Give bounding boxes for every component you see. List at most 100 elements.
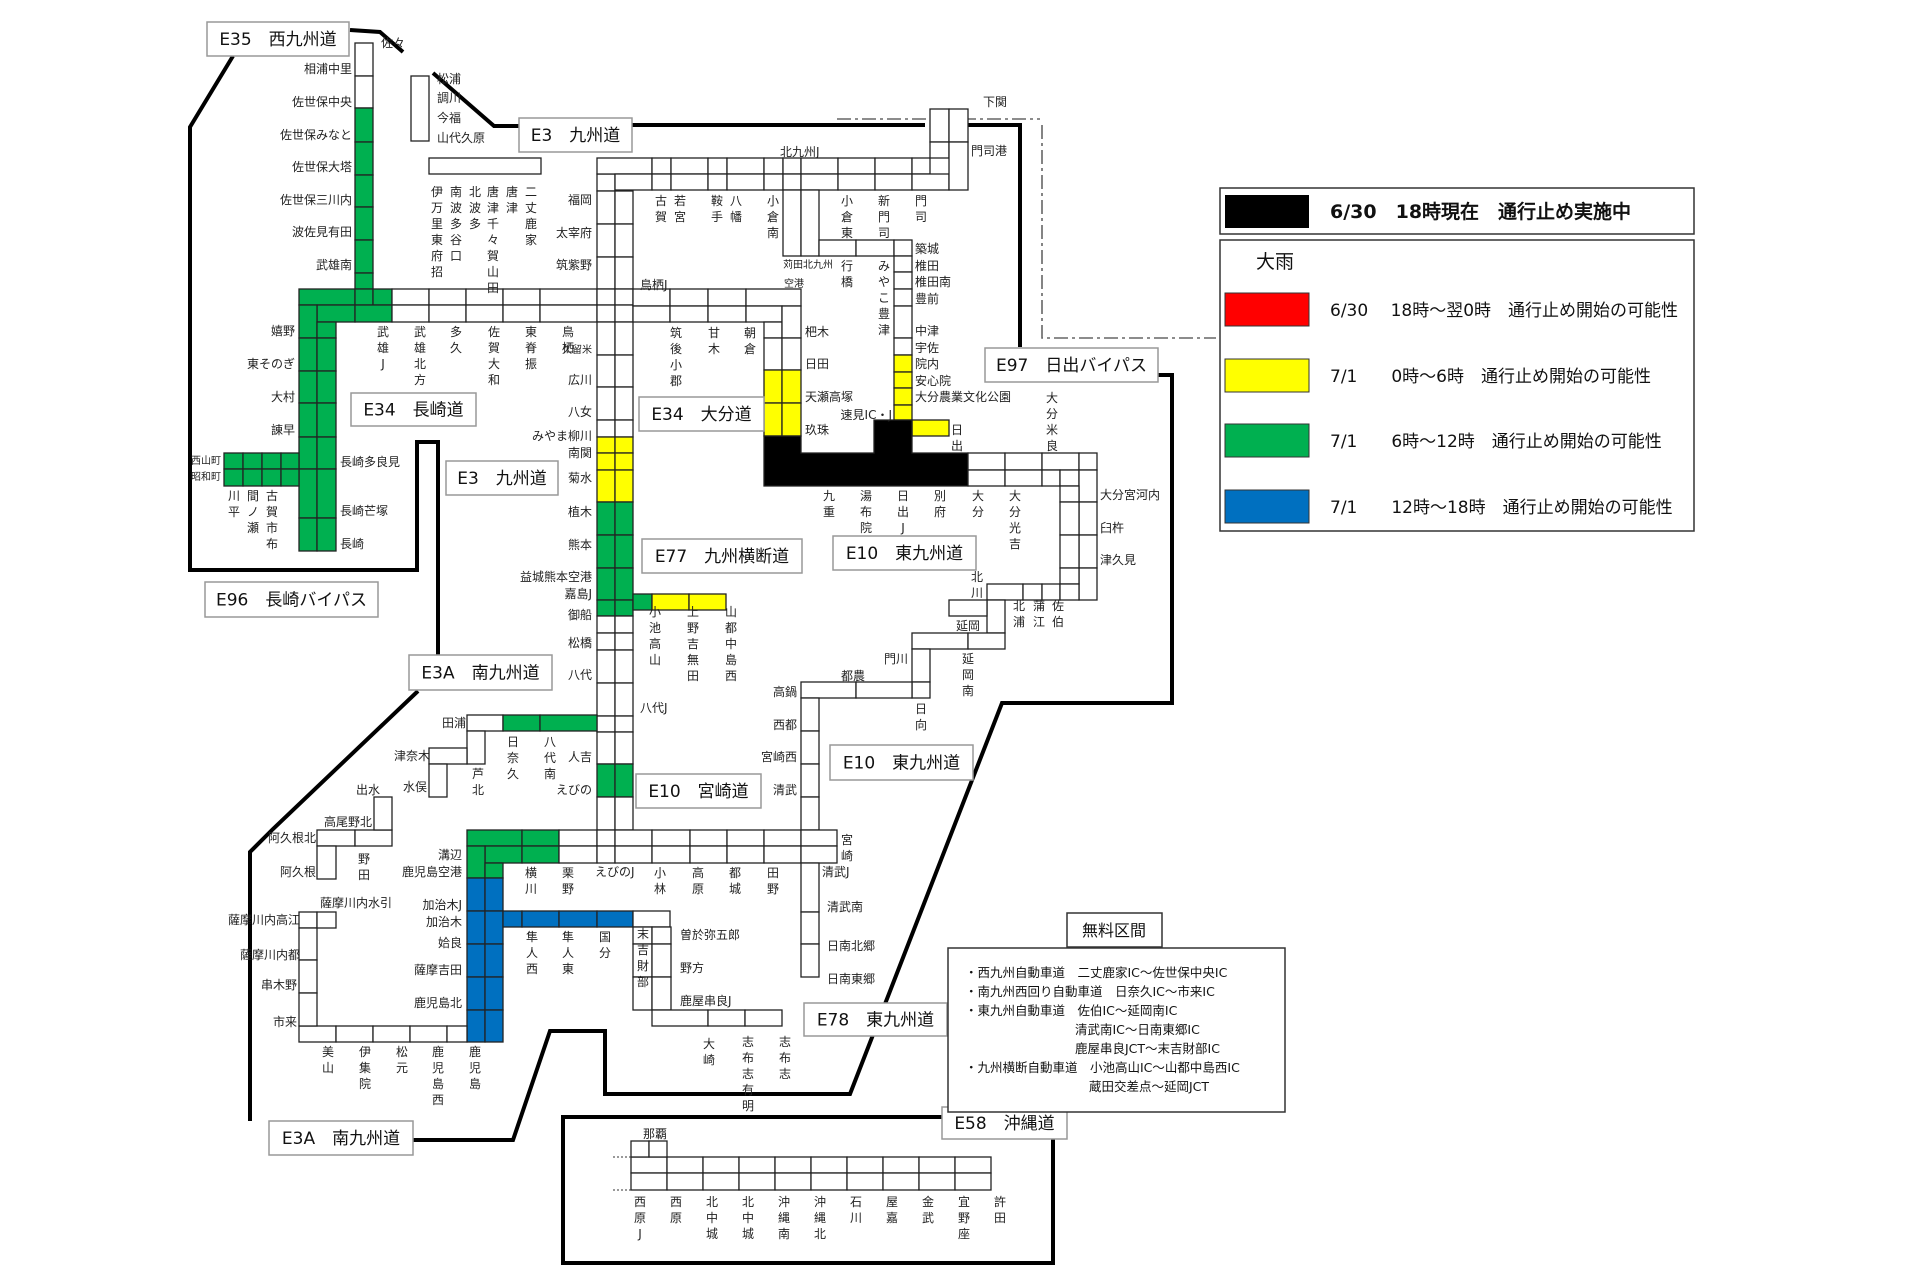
road-segment	[354, 141, 374, 176]
station-label: 大分	[972, 489, 984, 519]
route-label-box	[206, 21, 350, 57]
station-label: 門司港	[971, 144, 1007, 158]
road-segment	[1059, 534, 1080, 569]
station-label: 鹿児島西	[432, 1044, 444, 1107]
road-segment	[763, 157, 784, 175]
road-segment	[800, 763, 820, 798]
station-label: 八代南	[544, 735, 556, 781]
station-label: 諌早	[271, 422, 295, 437]
road-segment	[954, 1156, 992, 1174]
road-segment	[614, 731, 634, 765]
road-segment	[781, 402, 802, 437]
road-segment	[409, 1025, 448, 1043]
road-segment	[298, 959, 318, 994]
road-segment	[298, 288, 356, 306]
station-label: 水俣	[403, 780, 427, 794]
station-label: 東脊振	[525, 325, 537, 371]
road-segment	[763, 369, 783, 404]
station-label: 相浦中里	[304, 61, 352, 76]
road-segment	[651, 943, 672, 978]
free-section-title-box	[1066, 912, 1163, 948]
road-segment	[484, 877, 504, 912]
road-segment	[630, 1172, 668, 1191]
road-segment	[316, 402, 337, 438]
road-segment	[298, 927, 318, 961]
road-segment	[882, 1156, 920, 1174]
road-segment	[1059, 485, 1080, 503]
road-segment	[614, 567, 634, 601]
road-segment	[893, 305, 913, 339]
station-label: 臼杵	[1100, 520, 1124, 535]
station-label: 南波多谷口	[450, 184, 462, 263]
road-segment	[986, 599, 1006, 634]
road-segment	[738, 1156, 776, 1174]
road-segment	[596, 845, 616, 864]
road-segment	[466, 877, 486, 912]
station-label: 延岡南	[962, 652, 974, 698]
road-segment	[800, 173, 839, 191]
station-label: 北中城	[706, 1195, 718, 1241]
free-section: 無料区間 ・西九州自動車道 二丈鹿家IC～佐世保中央IC ・南九州西回り自動車道…	[947, 912, 1286, 1113]
road-segment	[446, 1025, 468, 1043]
road-segment	[354, 288, 374, 306]
station-label: 野田	[358, 852, 370, 882]
road-segment	[911, 681, 931, 699]
road-segment	[846, 1172, 884, 1191]
station-label: 薩摩川内高江	[228, 912, 300, 927]
station-label: 長崎	[340, 537, 364, 551]
road-segment	[614, 649, 634, 684]
road-segment	[596, 731, 616, 765]
road-segment	[354, 174, 374, 208]
station-label: 宇佐	[915, 341, 939, 355]
road-segment	[726, 845, 765, 864]
road-segment	[466, 1009, 486, 1043]
station-label: 大分宮河内	[1100, 487, 1160, 502]
route-label-e35: E35 西九州道	[219, 30, 336, 50]
road-segment	[837, 173, 876, 191]
road-segment	[596, 599, 616, 617]
road-segment	[1078, 452, 1098, 471]
road-segment	[651, 1009, 709, 1027]
road-segment	[242, 468, 263, 487]
road-segment	[782, 189, 802, 257]
road-segment	[614, 304, 634, 323]
road-segment	[614, 763, 634, 798]
route-label-box	[518, 117, 633, 153]
road-segment	[614, 223, 634, 258]
road-segment	[298, 517, 318, 552]
road-segment	[893, 404, 913, 421]
road-segment	[707, 305, 747, 323]
free-section-line: ・西九州自動車道 二丈鹿家IC～佐世保中央IC	[965, 965, 1228, 980]
station-label: 古賀	[655, 193, 667, 224]
station-label: 沖縄南	[778, 1195, 790, 1241]
station-label: 大分農業文化公園	[915, 389, 1011, 404]
station-label: 北川	[971, 570, 983, 600]
road-segment	[614, 452, 634, 471]
road-segment	[372, 1025, 411, 1043]
road-segment	[428, 157, 542, 175]
road-segment	[466, 976, 486, 1011]
station-label: 筑紫野	[556, 257, 592, 272]
road-segment	[774, 1156, 812, 1174]
road-segment	[316, 436, 337, 470]
legend-swatch-yellow	[1224, 358, 1310, 393]
road-segment	[1022, 583, 1043, 601]
route-label-e77: E77 九州横断道	[655, 547, 789, 567]
road-segment	[614, 321, 634, 356]
road-segment	[614, 796, 634, 831]
road-segment	[763, 173, 784, 191]
station-label: 沖縄北	[814, 1195, 826, 1241]
station-label: 大崎	[703, 1037, 715, 1067]
road-segments	[223, 42, 1098, 1191]
road-segment	[763, 337, 783, 371]
route-label-box	[408, 654, 553, 691]
road-segment	[707, 157, 728, 175]
road-segment	[466, 829, 523, 847]
road-segment	[1078, 534, 1098, 569]
road-segment	[632, 305, 671, 323]
road-segment	[316, 370, 337, 404]
road-segment	[948, 599, 988, 617]
station-label: 武雄南	[316, 257, 352, 272]
station-label: 久留米	[562, 343, 592, 356]
